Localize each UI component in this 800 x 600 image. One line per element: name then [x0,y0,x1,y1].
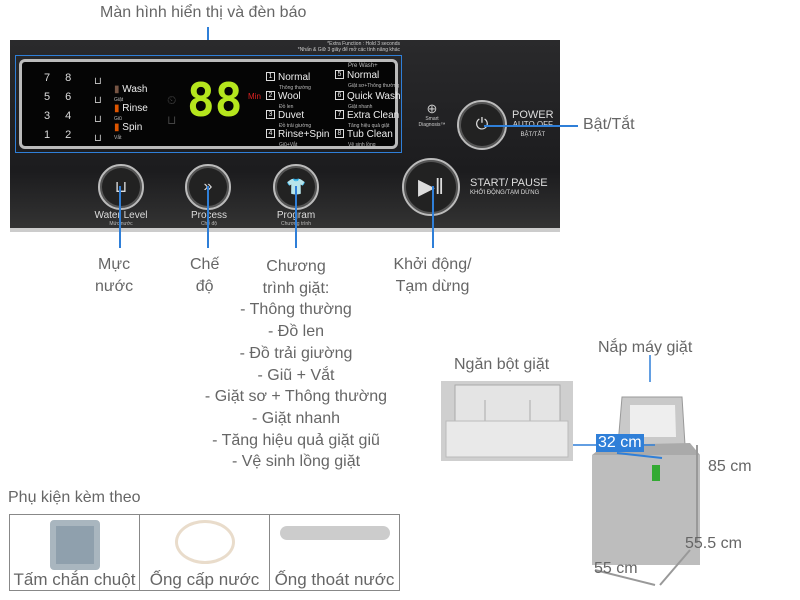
lid-label: Nắp máy giặt [598,339,693,356]
power-icon: ⏻ [475,116,489,133]
washing-machine-illustration [441,355,700,586]
water-level-8: 7 8 [44,72,78,84]
start-callout: Khởi động/Tạm dừng [393,256,472,295]
extra-note-en: *Extra Function : Hold 3 seconds [327,41,400,47]
extra-note-vi: *Nhấn & Giữ 3 giây để mở các tính năng k… [297,47,400,53]
min-label: Min [248,92,261,101]
width-arrow [594,569,656,586]
play-pause-icon: ▶‖ [417,174,444,199]
power-callout-line [484,125,578,127]
depth-dimension: 55.5 cm [685,535,742,552]
detergent-drawer-image [441,381,573,461]
accessory-inlet-hose: Ống cấp nước [139,514,270,591]
height-dimension: 85 cm [708,458,752,475]
washing-machine-image [592,396,700,565]
timer-icon: ⏲⊔ [167,93,177,127]
width-dimension: 55 cm [594,560,638,577]
mouse-guard-image [49,520,100,570]
drawer-label: Ngăn bột giặt [454,356,550,373]
accessories-title: Phụ kiện kèm theo [8,489,141,506]
accessory-mouse-guard: Tấm chắn chuột [9,514,140,591]
opening-arrow [616,452,663,459]
tub-icons: ⊔⊔⊔⊔ [94,76,102,144]
water-level-2: 1 2 [44,129,78,141]
water-level-4: 3 4 [44,110,78,122]
power-label: POWERAUTO OFFBẬT/TẮT [512,109,554,139]
display-callout-label: Màn hình hiển thị và đèn báo [100,4,307,21]
drain-hose-image [279,526,390,540]
smart-diagnosis: ⊕Smart Diagnosis™ [412,101,452,129]
control-panel: *Extra Function : Hold 3 seconds *Nhấn &… [10,40,560,232]
power-callout: Bật/Tắt [583,116,635,133]
start-callout-line [432,186,434,248]
depth-arrow [659,549,691,586]
opening-dimension: 32 cm [596,434,644,452]
accessory-drain-hose: Ống thoát nước [269,514,400,591]
inlet-hose-image [174,520,235,564]
program-callout-line [295,186,297,248]
start-pause-button[interactable]: ▶‖ [402,158,460,216]
extra-function-note: *Extra Function : Hold 3 seconds *Nhấn &… [260,41,400,53]
process-callout-line [207,186,209,248]
smart-diagnosis-icon: ⊕ [426,101,438,116]
digit-display: 88 [187,73,243,127]
water-level-callout-line [119,186,121,248]
water-level-button[interactable]: ⊔ [98,164,144,210]
water-level-6: 5 6 [44,91,78,103]
accessories-table: Tấm chắn chuột Ống cấp nước Ống thoát nư… [9,514,400,591]
